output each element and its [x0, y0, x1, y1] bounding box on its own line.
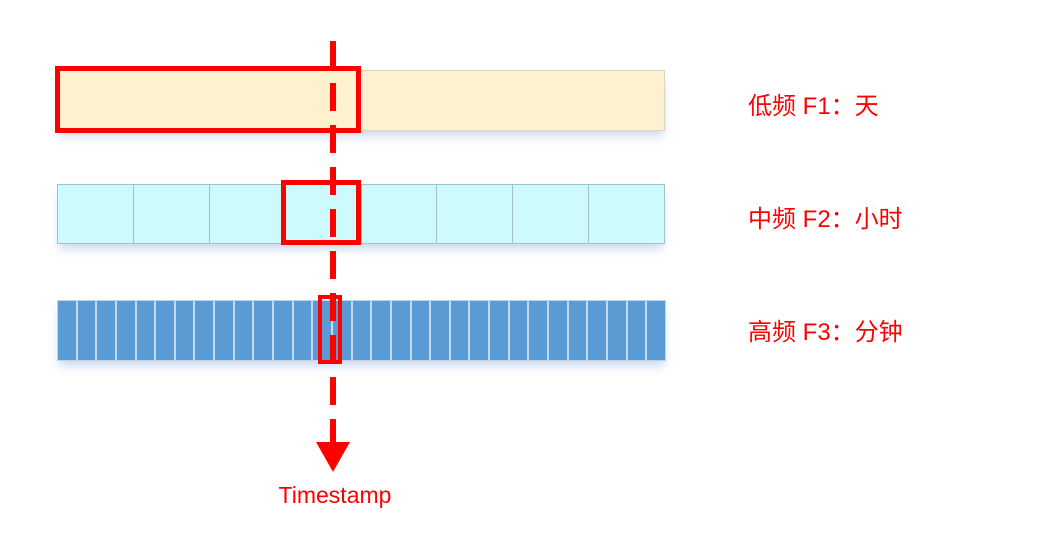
label-mid-frequency: 中频 F2：小时 [748, 206, 903, 233]
bar-cell [134, 185, 210, 243]
bar-cell [569, 301, 589, 360]
bar-cell [333, 301, 353, 360]
bar-cell [117, 301, 137, 360]
bar-cell [513, 185, 590, 243]
bar-cell [431, 301, 451, 360]
bar-cell [372, 301, 392, 360]
bar-cell [451, 301, 471, 360]
label-high-frequency: 高频 F3：分钟 [748, 319, 903, 346]
bar-cell [156, 301, 176, 360]
bar-cell [195, 301, 216, 360]
bar-cell [176, 301, 196, 360]
bar-cell [647, 301, 665, 360]
bar-cell [529, 301, 550, 360]
bar-cell [274, 301, 294, 360]
timestamp-label: Timestamp [278, 482, 392, 508]
bar-cell [412, 301, 432, 360]
bar-cell [588, 301, 608, 360]
bar-cell [97, 301, 117, 360]
bar-cell [137, 301, 157, 360]
bar-cell [392, 301, 412, 360]
bar-cell [490, 301, 510, 360]
label-low-frequency: 低频 F1：天 [748, 93, 879, 120]
highlight-box-mid-frequency [281, 180, 361, 245]
bar-cell [549, 301, 569, 360]
bar-cell [78, 301, 98, 360]
timestamp-dashed-line [330, 41, 336, 444]
bar-cell [353, 301, 373, 360]
bar-mid-frequency-hours [57, 184, 665, 244]
bar-cell [286, 185, 362, 243]
bar-low-frequency-days [57, 70, 665, 131]
highlight-box-low-frequency [55, 66, 361, 133]
bar-cell [254, 301, 275, 360]
bar-cell [628, 301, 648, 360]
bar-cell [608, 301, 628, 360]
bar-cell [437, 185, 514, 243]
bar-cell [362, 185, 438, 243]
bar-cell [510, 301, 530, 360]
arrow-down-icon [316, 442, 350, 472]
bar-cell [470, 301, 491, 360]
bar-cell [210, 185, 286, 243]
bar-high-frequency-minutes [57, 300, 666, 361]
bar-cell [58, 301, 78, 360]
bar-cell [235, 301, 255, 360]
bar-cell [589, 185, 664, 243]
bar-cell [58, 185, 134, 243]
bar-cell [215, 301, 235, 360]
bar-cell [294, 301, 314, 360]
